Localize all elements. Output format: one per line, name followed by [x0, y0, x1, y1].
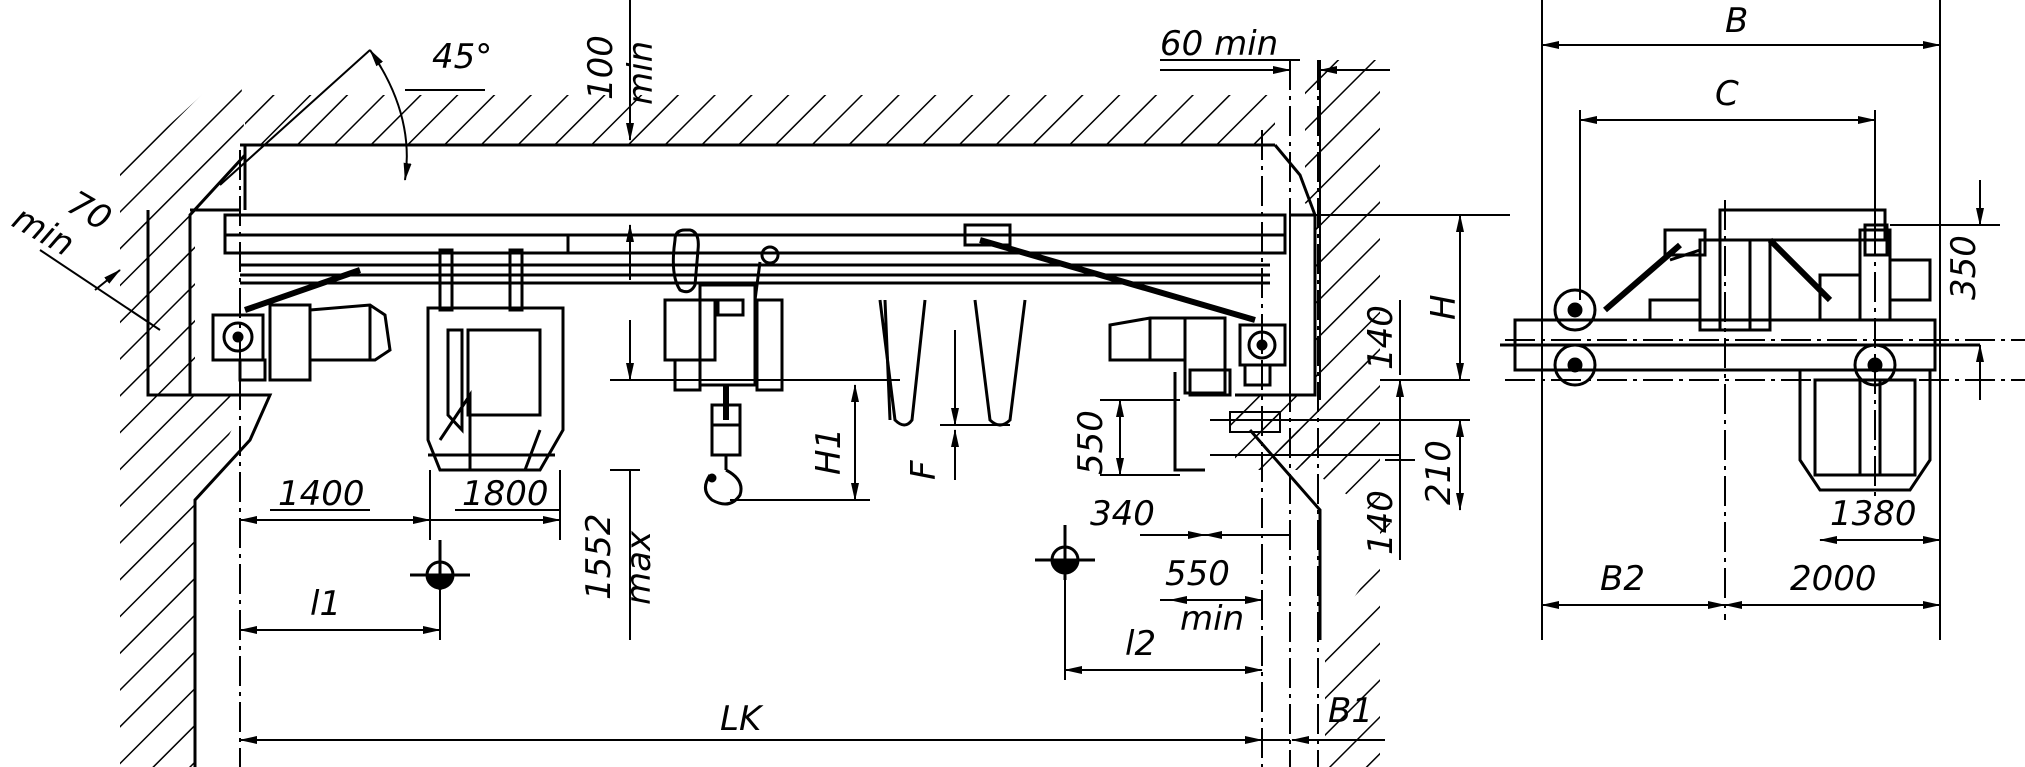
dimension-lines — [39, 0, 1510, 744]
dimension-labels: 45° 100 min 60 min 70 min 1400 1800 1552… — [6, 1, 1985, 739]
label-1800: 1800 — [462, 474, 549, 514]
label-h: H — [1424, 294, 1464, 320]
label-h1: H1 — [809, 428, 849, 475]
label-2000: 2000 — [1790, 559, 1877, 599]
label-c: C — [1715, 74, 1739, 114]
crane-bridge — [223, 213, 1287, 323]
label-1380: 1380 — [1830, 494, 1917, 534]
center-lines — [239, 60, 1319, 767]
rail-markers — [410, 525, 1095, 590]
hook-blocks — [878, 299, 1027, 427]
label-top-clear-min: min — [621, 41, 661, 105]
label-550-min: 550 — [1165, 554, 1230, 594]
label-angle: 45° — [432, 37, 492, 77]
label-b2: B2 — [1600, 559, 1645, 599]
label-top-clear: 100 — [581, 35, 621, 100]
left-end-truck — [211, 303, 392, 382]
label-l1: l1 — [310, 584, 341, 624]
label-140a: 140 — [1361, 305, 1401, 370]
label-140b: 140 — [1361, 490, 1401, 555]
label-550-min-sub: min — [1180, 599, 1244, 639]
label-b1: B1 — [1328, 691, 1373, 731]
ceiling-hatch — [243, 95, 1275, 210]
label-340: 340 — [1090, 494, 1155, 534]
label-lk: LK — [720, 699, 764, 739]
left-building-structure — [120, 60, 273, 767]
label-l2: l2 — [1125, 624, 1156, 664]
label-550: 550 — [1071, 410, 1111, 475]
label-f: F — [904, 460, 944, 480]
label-b: B — [1725, 1, 1748, 41]
label-1552-max: max — [619, 530, 659, 605]
end-view-crane — [1500, 180, 2025, 620]
label-side-clear: 60 min — [1160, 24, 1278, 64]
label-350: 350 — [1944, 235, 1984, 300]
right-rail — [1229, 411, 1335, 470]
label-1552: 1552 — [579, 513, 619, 600]
end-view-dimensions — [1541, 0, 2000, 640]
label-210: 210 — [1419, 440, 1459, 505]
trolley — [663, 228, 784, 506]
operator-cab — [426, 248, 565, 472]
label-1400: 1400 — [278, 474, 365, 514]
